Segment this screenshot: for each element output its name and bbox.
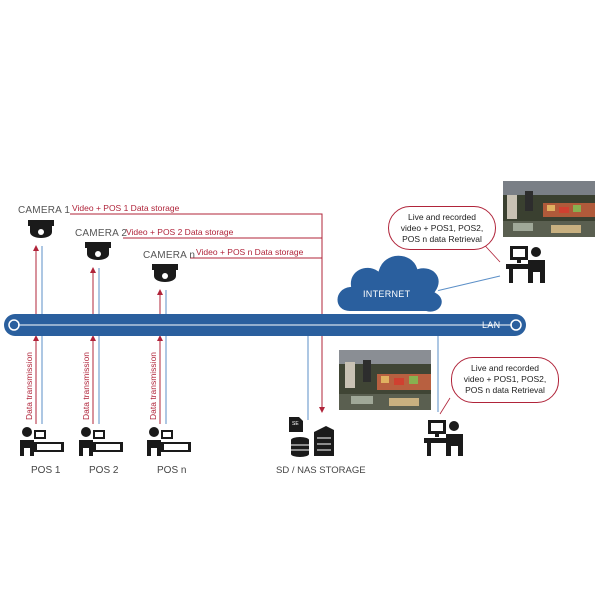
pos-2-label: POS 2 [89, 465, 119, 476]
pos-1-label: POS 1 [31, 465, 61, 476]
client-bubble-top: Live and recorded video + POS1, POS2, PO… [388, 206, 496, 250]
workstation-icon-bottom [424, 420, 463, 456]
dome-camera-icon-2 [85, 242, 111, 260]
pos-n-transmission-label: Data transmission [148, 351, 158, 420]
camera-2-label: CAMERA 2 [75, 228, 128, 239]
nas-server-icon [314, 426, 334, 456]
store-photo-top [503, 181, 595, 237]
storage-label: SD / NAS STORAGE [276, 465, 366, 476]
lan-label: LAN [482, 320, 501, 330]
dome-camera-icon-1 [28, 220, 54, 238]
store-photo-bottom [339, 350, 431, 410]
internet-label: INTERNET [363, 289, 411, 299]
client-bubble-bottom: Live and recorded video + POS1, POS2, PO… [451, 357, 559, 403]
sd-card-text: SE [292, 421, 299, 427]
internet-cloud [335, 253, 444, 314]
pos-terminal-icon-2 [79, 427, 123, 456]
pos-2-transmission-label: Data transmission [81, 351, 91, 420]
pos-1-transmission-label: Data transmission [24, 351, 34, 420]
pos-n-label: POS n [157, 465, 187, 476]
flow-label-camera-n: Video + POS n Data storage [196, 247, 304, 257]
sd-card-icon [289, 417, 303, 432]
flow-line-camera-1 [70, 213, 325, 413]
storage-flow-lines [70, 213, 325, 413]
dome-camera-icon-n [152, 264, 178, 282]
internet-client-link [431, 275, 501, 293]
flow-label-camera-1: Video + POS 1 Data storage [72, 203, 180, 213]
pos-links [33, 335, 167, 424]
bubble-pointer-bottom [439, 397, 451, 415]
pos-terminal-icon-1 [20, 427, 64, 456]
database-icon [291, 437, 309, 457]
camera-1-label: CAMERA 1 [18, 205, 71, 216]
camera-n-label: CAMERA n [143, 250, 196, 261]
pos-terminal-icon-n [147, 427, 191, 456]
lan-bus [4, 314, 526, 336]
camera-links-blue [41, 246, 167, 316]
workstation-icon-top [506, 246, 545, 283]
camera-uplinks [33, 245, 163, 316]
flow-label-camera-2: Video + POS 2 Data storage [126, 227, 234, 237]
